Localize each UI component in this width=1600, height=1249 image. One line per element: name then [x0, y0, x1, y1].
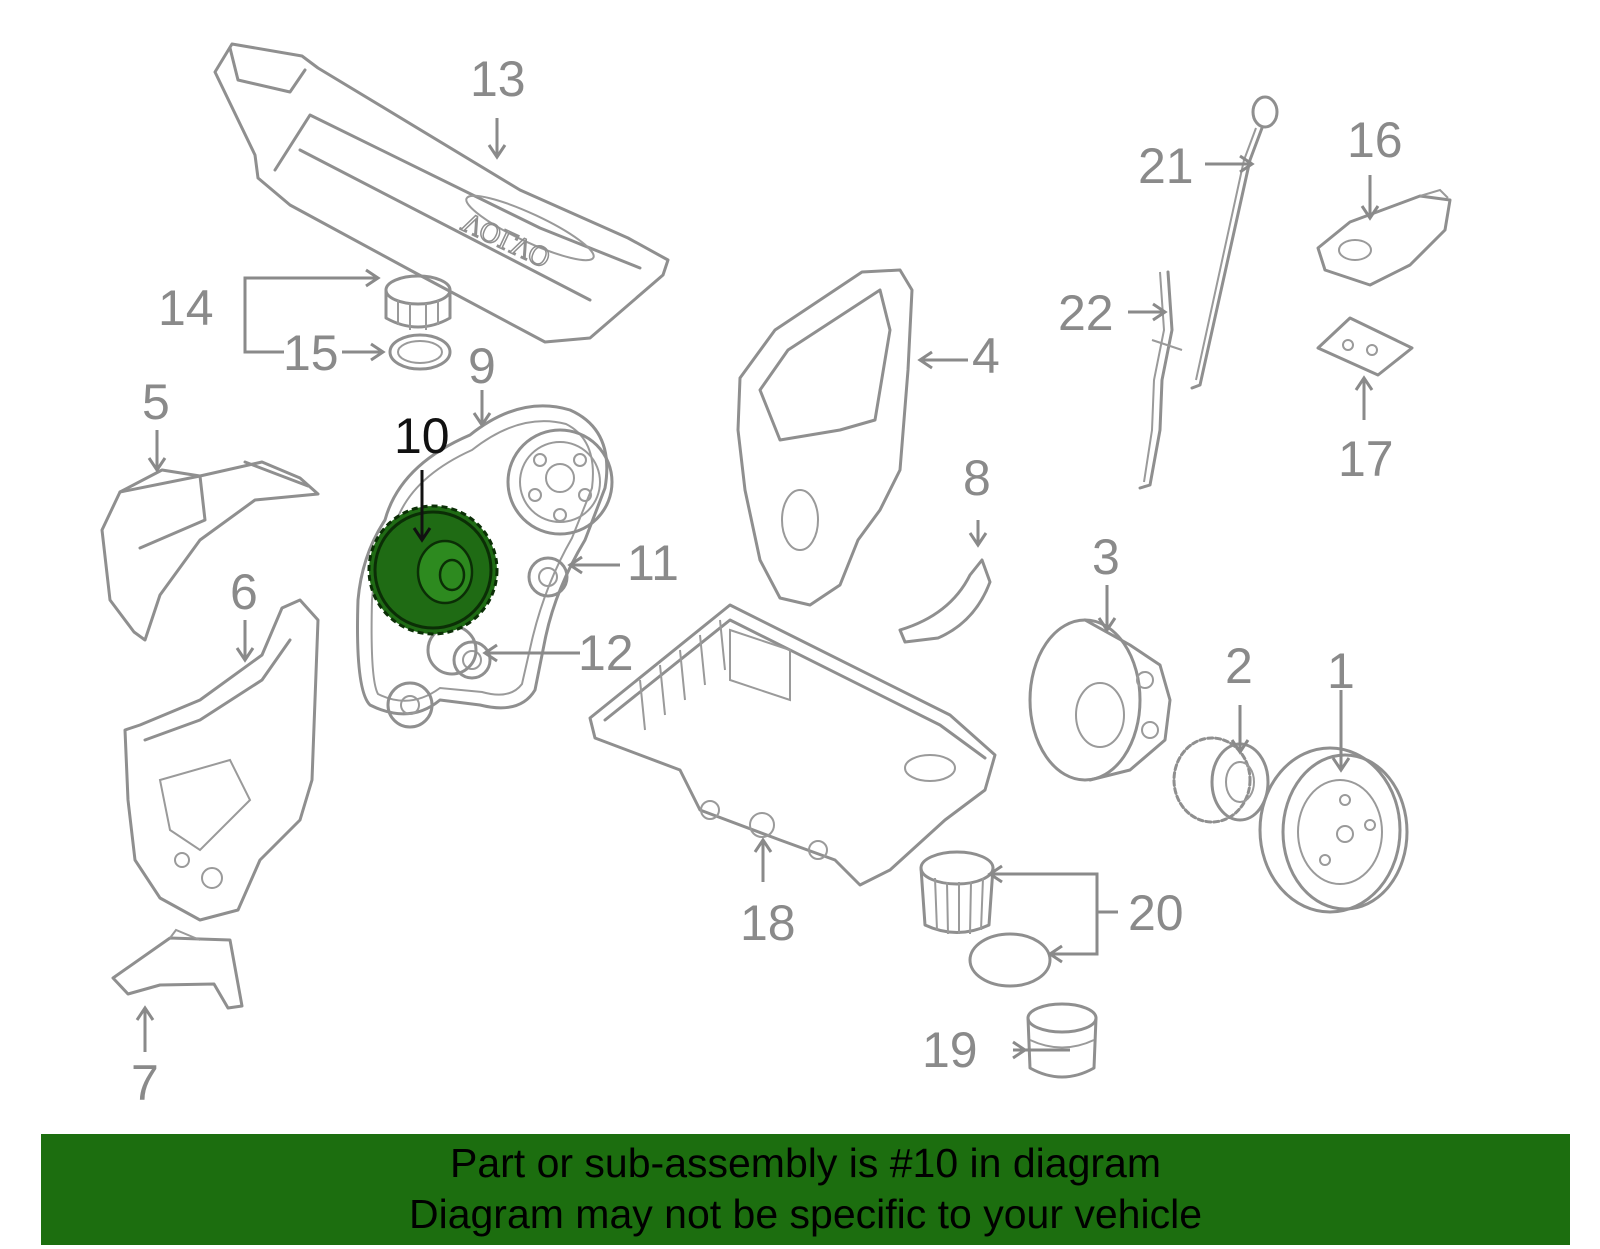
camshaft-pulley [506, 428, 614, 536]
callout-20: 20 [1128, 885, 1184, 941]
part-19-filter-cap [1026, 1002, 1098, 1079]
part-7-bracket [111, 928, 244, 1010]
caption-banner: Part or sub-assembly is #10 in diagram D… [41, 1134, 1570, 1245]
callout-1: 1 [1327, 643, 1355, 699]
part-18-oil-pan [588, 603, 997, 887]
part-5-upper-timing-cover [100, 460, 320, 642]
callout-18: 18 [740, 895, 796, 951]
part-9-timing-belt [356, 404, 609, 716]
callout-19: 19 [922, 1022, 978, 1078]
callout-9: 9 [468, 338, 496, 394]
crank-sprocket [386, 681, 434, 729]
callout-22: 22 [1058, 285, 1114, 341]
part-4-timing-cover [736, 268, 914, 607]
callout-7: 7 [131, 1055, 159, 1111]
callout-3: 3 [1092, 529, 1120, 585]
callout-5: 5 [142, 374, 170, 430]
part-14-oil-filler-cap [384, 274, 452, 330]
part-8-seal-segment [898, 558, 992, 644]
part-1-crank-pulley [1258, 746, 1409, 914]
callout-2: 2 [1225, 638, 1253, 694]
callout-15: 15 [283, 325, 339, 381]
callout-leaders [135, 118, 1380, 1060]
callout-10-highlighted: 10 [394, 408, 450, 464]
callout-11: 11 [627, 535, 679, 591]
callout-4: 4 [972, 328, 1000, 384]
part-6-rear-timing-cover [123, 598, 320, 922]
callout-21: 21 [1138, 138, 1194, 194]
part-10-highlighted-sprocket [367, 504, 499, 636]
callout-14: 14 [158, 280, 214, 336]
caption-line-disclaimer: Diagram may not be specific to your vehi… [408, 1191, 1202, 1237]
part-17-gasket [1316, 316, 1414, 377]
part-11-idler-pulley [527, 556, 569, 598]
callout-6: 6 [230, 564, 258, 620]
part-2-oil-pump-gear [1172, 736, 1270, 824]
parts-diagram: VOLVO [100, 42, 1452, 1111]
part-15-seal-ring [388, 333, 452, 371]
part-22-dipstick-tube [1138, 270, 1183, 490]
callout-8: 8 [963, 450, 991, 506]
callout-17: 17 [1338, 431, 1394, 487]
part-3-oil-pump [1028, 618, 1172, 782]
caption-line-part-number: Part or sub-assembly is #10 in diagram [450, 1140, 1161, 1186]
part-20-oil-filter [919, 850, 1052, 988]
part-16-housing [1316, 188, 1452, 287]
cover-logo-text: VOLVO [457, 205, 555, 272]
part-13-engine-cover: VOLVO [213, 42, 670, 344]
callout-16: 16 [1347, 112, 1403, 168]
callout-13: 13 [470, 51, 526, 107]
callout-12: 12 [578, 625, 634, 681]
callout-labels: 1 2 3 4 5 6 7 8 9 10 11 12 13 14 15 16 1… [131, 51, 1403, 1111]
part-21-dipstick [1190, 95, 1279, 390]
